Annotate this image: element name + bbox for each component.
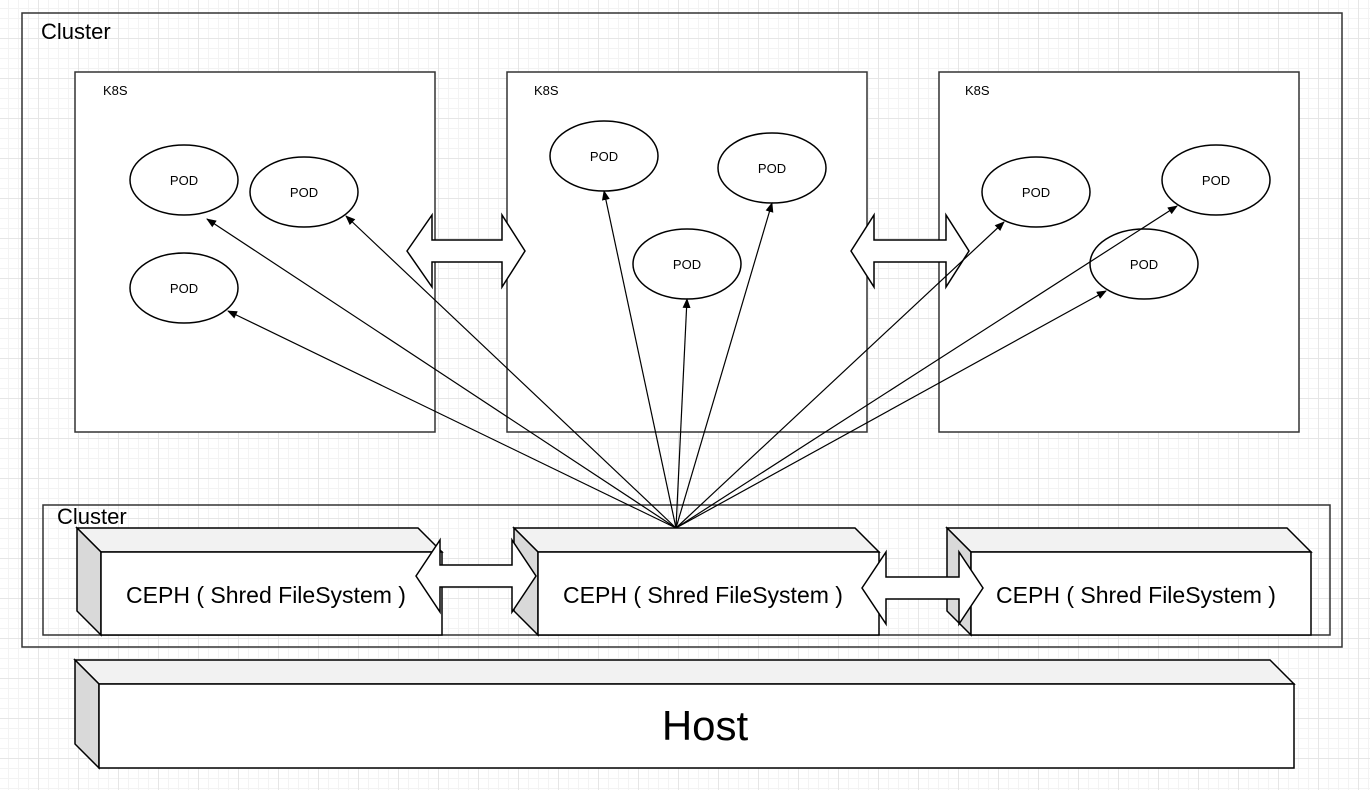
outer-cluster-label: Cluster	[41, 19, 111, 44]
outer-cluster: Cluster	[21, 12, 1343, 648]
pod-label: POD	[1130, 257, 1158, 272]
connector-arrow	[601, 190, 677, 529]
pod-label: POD	[170, 281, 198, 296]
ceph-node-3: CEPH ( Shred FileSystem )	[945, 526, 1313, 637]
k8s-node-2: K8S POD POD POD	[506, 71, 868, 433]
outer-cluster-frame	[21, 12, 1343, 648]
pod: POD	[249, 156, 359, 228]
pod-label: POD	[590, 149, 618, 164]
ceph-double-arrow	[861, 549, 984, 627]
pod: POD	[129, 252, 239, 324]
ceph-double-arrow	[415, 537, 537, 615]
pod: POD	[1161, 144, 1271, 216]
k8s-node-1: K8S POD POD POD	[74, 71, 436, 433]
ceph-node-1: CEPH ( Shred FileSystem )	[75, 526, 444, 637]
pod: POD	[632, 228, 742, 300]
connectors	[206, 190, 1178, 529]
connector-arrow	[345, 215, 677, 529]
k8s-double-arrow	[850, 212, 970, 290]
k8s-node-3: K8S POD POD POD	[938, 71, 1300, 433]
connector-arrow	[206, 218, 677, 529]
pod-label: POD	[170, 173, 198, 188]
pod: POD	[1089, 228, 1199, 300]
connector-arrow	[675, 202, 774, 529]
k8s-node-label: K8S	[534, 83, 559, 98]
pod-label: POD	[758, 161, 786, 176]
pod: POD	[981, 156, 1091, 228]
pod-label: POD	[1202, 173, 1230, 188]
connector-arrow	[675, 290, 1107, 529]
pod-label: POD	[290, 185, 318, 200]
connector-arrow	[675, 205, 1178, 529]
pod: POD	[129, 144, 239, 216]
ceph-node-2: CEPH ( Shred FileSystem )	[512, 526, 881, 637]
host-label: Host	[662, 702, 749, 749]
ceph-node-label: CEPH ( Shred FileSystem )	[126, 582, 406, 608]
connector-arrow	[227, 310, 677, 529]
k8s-node-label: K8S	[965, 83, 990, 98]
ceph-node-label: CEPH ( Shred FileSystem )	[563, 582, 843, 608]
host: Host	[73, 658, 1296, 770]
pod-label: POD	[1022, 185, 1050, 200]
ceph-node-label: CEPH ( Shred FileSystem )	[996, 582, 1276, 608]
k8s-node-frame	[74, 71, 436, 433]
pod: POD	[717, 132, 827, 204]
k8s-double-arrow	[406, 212, 526, 290]
k8s-node-label: K8S	[103, 83, 128, 98]
storage-cluster-label: Cluster	[57, 504, 127, 529]
pod: POD	[549, 120, 659, 192]
connector-arrow	[675, 221, 1005, 529]
connector-arrow	[675, 298, 691, 529]
pod-label: POD	[673, 257, 701, 272]
